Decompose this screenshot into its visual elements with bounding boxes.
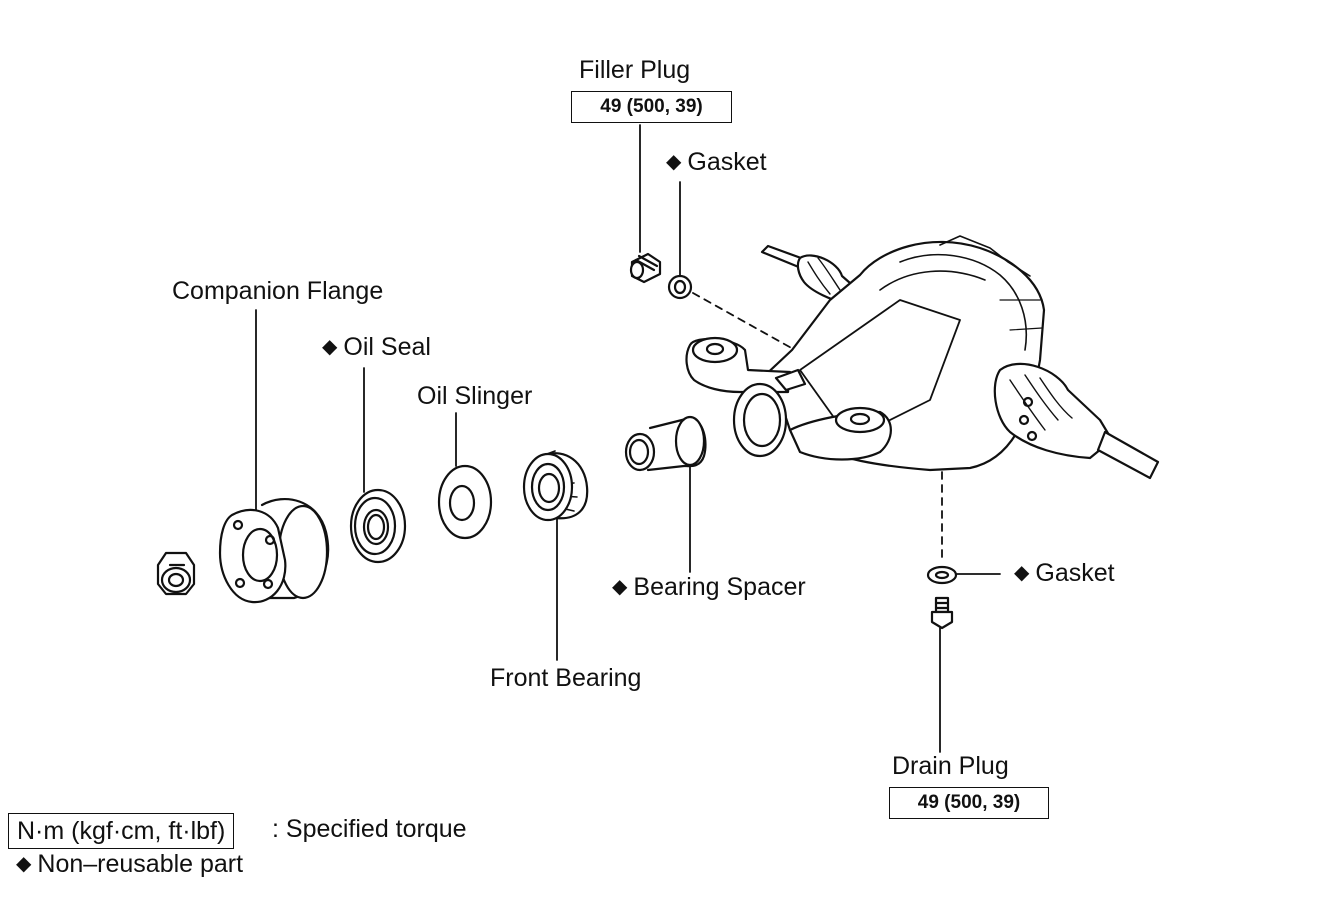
gasket-bottom-text: Gasket: [1035, 559, 1115, 587]
gasket-top-text: Gasket: [687, 148, 767, 176]
companion-flange-label: Companion Flange: [172, 277, 384, 305]
torque-legend-text: : Specified torque: [272, 815, 467, 843]
oil-slinger: [437, 464, 493, 540]
oil-seal-text: Oil Seal: [343, 333, 431, 361]
nonreusable-diamond-icon: ◆: [666, 151, 682, 173]
leader-lines: [255, 124, 1001, 753]
nonreusable-diamond-icon: ◆: [322, 336, 338, 358]
nonreusable-diamond-icon: ◆: [16, 853, 32, 875]
filler-gasket-part: [667, 274, 693, 300]
drain-plug-torque: 49 (500, 39): [889, 787, 1049, 819]
filler-plug-torque: 49 (500, 39): [571, 91, 732, 123]
drain-plug-part: [930, 596, 954, 630]
nonreusable-diamond-icon: ◆: [1014, 562, 1030, 584]
gasket-top-label: ◆Gasket: [666, 150, 767, 175]
oil-slinger-label: Oil Slinger: [417, 382, 533, 410]
drain-gasket-part: [926, 565, 958, 585]
companion-flange-nut: [156, 551, 196, 596]
torque-legend-box: N·m (kgf·cm, ft·lbf): [8, 813, 235, 849]
alignment-dashes: [692, 292, 943, 563]
bearing-spacer-label: ◆Bearing Spacer: [612, 575, 806, 600]
front-bearing-label: Front Bearing: [490, 664, 642, 692]
filler-plug-label: Filler Plug: [579, 56, 691, 84]
bearing-spacer: [624, 415, 707, 472]
oil-seal: [349, 488, 407, 564]
drain-plug-label: Drain Plug: [892, 752, 1009, 780]
bearing-spacer-text: Bearing Spacer: [633, 573, 806, 601]
nonreusable-legend: ◆Non–reusable part: [16, 852, 243, 877]
companion-flange: [218, 497, 330, 604]
nonreusable-diamond-icon: ◆: [612, 576, 628, 598]
gasket-bottom-label: ◆Gasket: [1014, 561, 1115, 586]
front-bearing: [522, 450, 589, 522]
filler-plug-part: [629, 252, 662, 284]
differential-carrier: [685, 235, 1160, 480]
nonreusable-legend-text: Non–reusable part: [37, 850, 244, 878]
oil-seal-label: ◆Oil Seal: [322, 335, 431, 360]
